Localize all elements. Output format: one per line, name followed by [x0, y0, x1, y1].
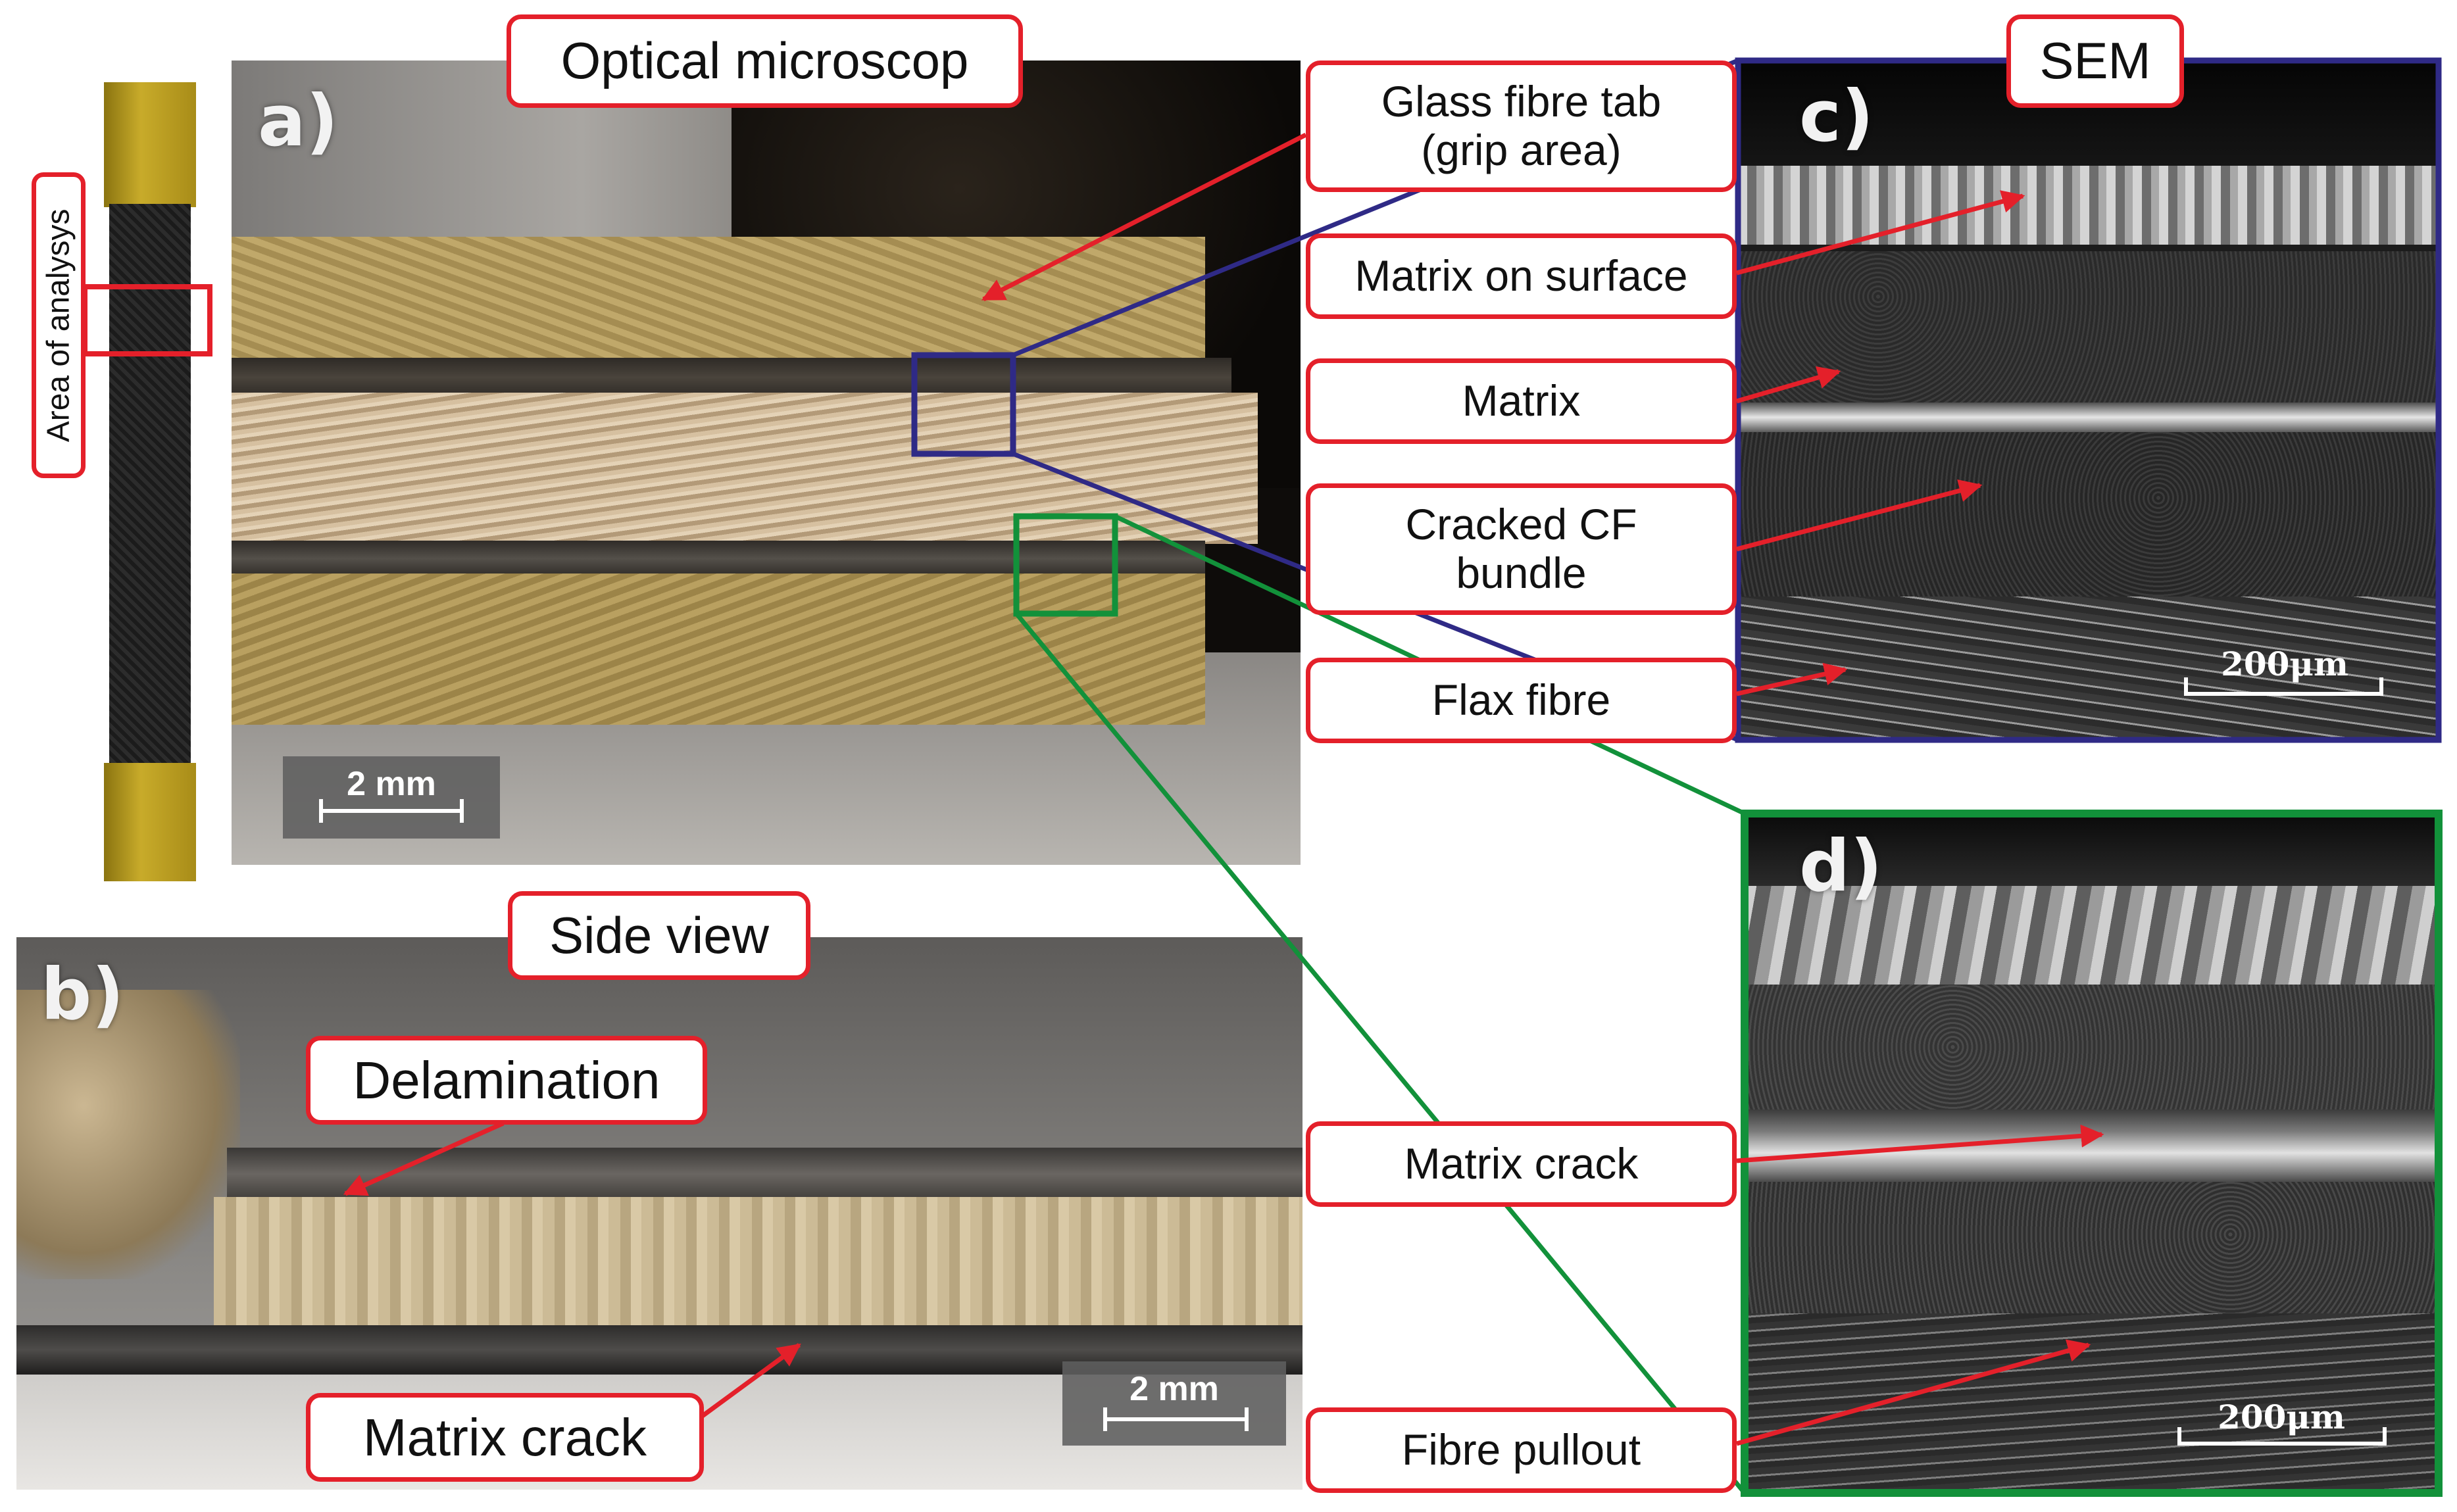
zoom-frame-d — [1741, 810, 2443, 1497]
callout-matrix-crack-d: Matrix crack — [1306, 1121, 1737, 1207]
header-side-view-text: Side view — [549, 906, 769, 964]
sem-scale-bar-d-ticks — [2177, 1427, 2387, 1446]
callout-matrix-on-surface-text: Matrix on surface — [1354, 251, 1688, 301]
arrow-flax-fibre — [1736, 662, 1848, 696]
sem-d-bundle-2 — [1745, 1182, 2439, 1313]
specimen-tab-bottom — [104, 763, 196, 881]
carbon-layer-top — [232, 358, 1231, 397]
arrow-fibre-pullout — [1736, 1339, 2091, 1446]
roi-box-c — [911, 352, 1016, 457]
callout-cracked-cf-line2: bundle — [1456, 549, 1587, 597]
specimen-carbon-body — [109, 204, 191, 766]
callout-delamination-text: Delamination — [353, 1050, 660, 1110]
callout-glass-fibre-tab-line2: (grip area) — [1421, 126, 1622, 174]
scale-bar-b: 2 mm — [1062, 1361, 1286, 1446]
callout-matrix-crack-b-text: Matrix crack — [362, 1407, 647, 1467]
header-sem: SEM — [2006, 14, 2184, 108]
sem-scale-bar-d: 200μm — [2176, 1398, 2387, 1457]
sem-scale-bar-d-label: 200μm — [2218, 1398, 2345, 1436]
sem-c-surface-fibres — [1738, 166, 2439, 245]
carbon-layer-bottom — [232, 541, 1205, 577]
arrow-matrix-crack-b — [699, 1343, 801, 1419]
sem-d-bundle-1 — [1745, 985, 2439, 1110]
callout-glass-fibre-tab: Glass fibre tab (grip area) — [1306, 61, 1737, 192]
sem-image-d — [1745, 814, 2439, 1493]
sem-scale-bar-c-ticks — [2184, 677, 2383, 696]
callout-matrix-crack-d-text: Matrix crack — [1404, 1139, 1639, 1188]
header-optical-microscope-text: Optical microscop — [560, 32, 969, 90]
sem-image-c — [1738, 61, 2439, 740]
scale-bar-b-label: 2 mm — [1129, 1370, 1219, 1408]
callout-delamination: Delamination — [306, 1036, 707, 1125]
delaminated-top-layer — [227, 1148, 1303, 1200]
scale-bar-b-ticks — [1103, 1407, 1249, 1431]
panel-d-letter: d) — [1799, 825, 1883, 908]
panel-c-letter: c) — [1799, 76, 1874, 158]
zoom-line-d-bottom — [1014, 612, 1747, 1495]
scale-bar-a: 2 mm — [283, 756, 500, 839]
callout-fibre-pullout-text: Fibre pullout — [1401, 1425, 1641, 1475]
zoom-frame-c — [1735, 57, 2442, 743]
arrow-matrix-on-surface — [1736, 190, 2025, 276]
callout-matrix-text: Matrix — [1462, 376, 1581, 426]
arrow-glass-tab — [981, 132, 1307, 302]
sem-scale-bar-c-label: 200μm — [2221, 645, 2348, 683]
arrow-matrix — [1736, 366, 1841, 404]
callout-matrix-crack-b: Matrix crack — [306, 1393, 704, 1482]
scale-bar-a-ticks — [319, 799, 464, 823]
callout-cracked-cf-line1: Cracked CF — [1405, 500, 1637, 549]
sem-c-flax-fibres — [1738, 597, 2439, 740]
header-sem-text: SEM — [2039, 32, 2151, 90]
arrow-delamination — [343, 1121, 505, 1196]
sem-d-matrix-top — [1745, 886, 2439, 985]
specimen-label: Area of analysys — [32, 172, 86, 478]
callout-fibre-pullout: Fibre pullout — [1306, 1407, 1737, 1493]
sem-d-top-dark — [1745, 814, 2439, 886]
callout-matrix: Matrix — [1306, 358, 1737, 444]
panel-b-letter: b) — [41, 954, 124, 1036]
panel-a-letter: a) — [258, 80, 339, 162]
roi-box-d — [1013, 513, 1118, 617]
sem-scale-bar-c: 200μm — [2183, 645, 2387, 704]
specimen-strip — [104, 82, 196, 881]
sem-c-matrix-band — [1738, 402, 2439, 432]
header-optical-microscope: Optical microscop — [507, 14, 1023, 108]
callout-flax-fibre-text: Flax fibre — [1431, 675, 1611, 725]
callout-cracked-cf-bundle: Cracked CF bundle — [1306, 483, 1737, 615]
sem-c-bundle-upper — [1738, 251, 2439, 402]
arrow-matrix-crack-d — [1736, 1124, 2104, 1163]
flax-tuft — [16, 990, 240, 1279]
callout-glass-fibre-tab-line1: Glass fibre tab — [1381, 77, 1662, 126]
header-side-view: Side view — [508, 891, 810, 980]
sem-c-bundle-lower — [1738, 432, 2439, 597]
callout-flax-fibre: Flax fibre — [1306, 658, 1737, 743]
arrow-cracked-cf — [1736, 479, 1983, 552]
scale-bar-a-label: 2 mm — [347, 765, 436, 803]
callout-matrix-on-surface: Matrix on surface — [1306, 233, 1737, 319]
sem-d-pullout-fibres — [1745, 1313, 2439, 1493]
specimen-tab-top — [104, 82, 196, 207]
flax-core-layer — [214, 1197, 1303, 1329]
